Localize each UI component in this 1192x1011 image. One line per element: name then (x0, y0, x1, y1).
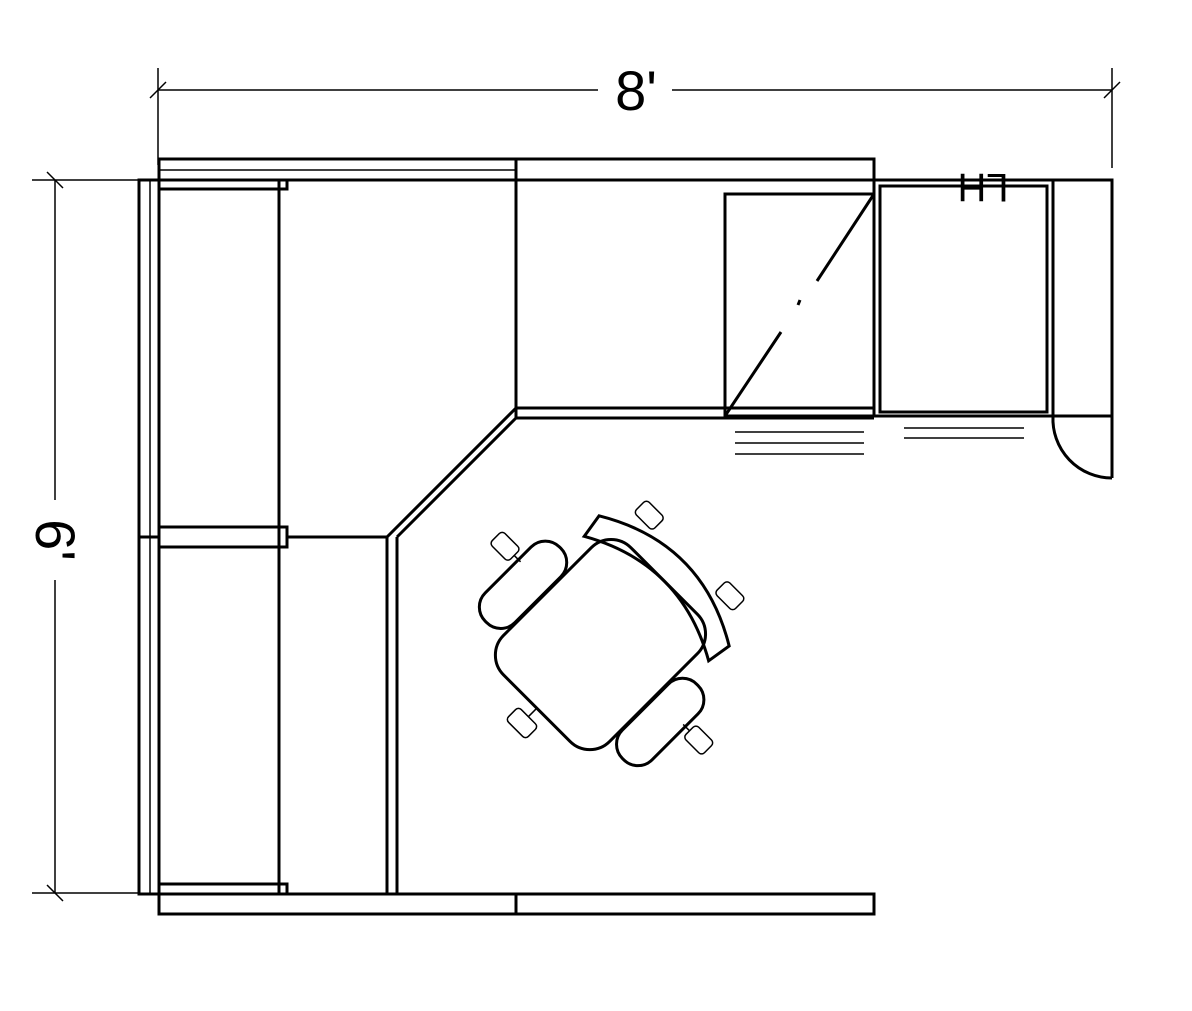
height-dimension-label: 6' (24, 519, 87, 561)
back-panels (157, 157, 876, 182)
lateral-file-cabinet: LH (872, 165, 1114, 418)
left-panels (137, 178, 161, 896)
height-dimension: 6' (24, 171, 140, 902)
corner-desk (287, 180, 874, 894)
overhead-cabinet (723, 192, 876, 418)
door-swing (1051, 415, 1114, 480)
width-dimension: 8' (149, 59, 1121, 168)
office-chair-icon (477, 500, 745, 768)
cabinet-label: LH (957, 165, 1008, 209)
width-dimension-label: 8' (615, 59, 657, 122)
chair-casters (490, 500, 745, 755)
drawer-pulls (735, 427, 1024, 455)
front-panels (157, 892, 876, 916)
left-work-surface (157, 178, 289, 896)
